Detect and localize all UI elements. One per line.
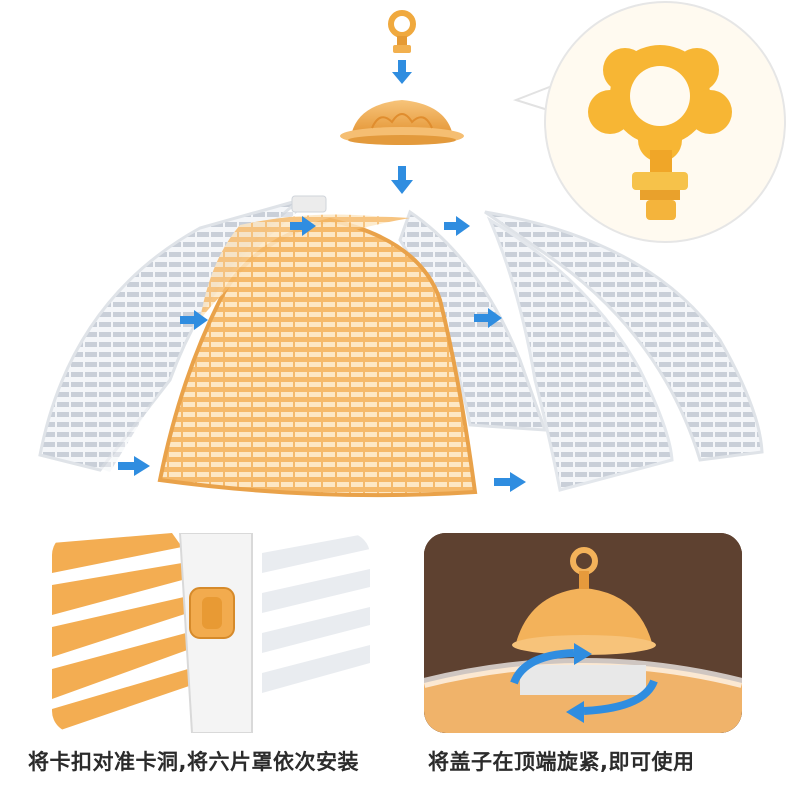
arrow-right-icon [118,456,150,476]
zoom-bubble [512,1,786,243]
assembly-illustration [38,1,786,498]
white-panel-front-left [46,210,300,472]
caption-right: 将盖子在顶端旋紧,即可使用 [428,750,695,774]
lid-cap [340,100,464,145]
orange-panel [157,217,478,498]
top-knob [388,10,416,53]
detail-panel-clip [52,533,370,733]
caption-left: 将卡扣对准卡洞,将六片罩依次安装 [28,750,359,774]
flower-knob [588,45,732,220]
arrow-right-icon [444,216,470,236]
arrow-right-icon [290,216,316,236]
detail-panel-lid [424,533,742,733]
orange-panel-upper [200,214,410,320]
arrow-right-icon [494,472,526,492]
clip-tab [291,195,327,213]
arrow-right-icon [474,308,502,328]
arrow-right-icon [180,310,208,330]
white-panel-front-right [486,216,674,492]
lid-detail-illustration [424,533,742,733]
white-panel-back-right [484,210,764,462]
rotate-arrows-icon [510,643,658,723]
arrow-down-icon [391,166,413,194]
clip-detail-illustration [52,533,370,733]
arrow-down-icon [392,60,412,84]
